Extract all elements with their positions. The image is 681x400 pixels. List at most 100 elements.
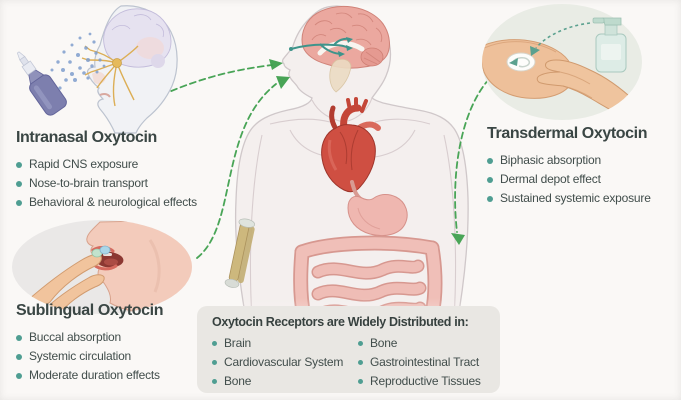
transdermal-to-arm-arrow	[454, 71, 497, 233]
receptor-box-title: Oxytocin Receptors are Widely Distribute…	[212, 315, 469, 329]
sagittal-cerebellum	[151, 54, 165, 68]
intranasal-section: Intranasal Oxytocin Rapid CNS exposure N…	[16, 129, 248, 212]
arrowhead-arm	[451, 233, 465, 245]
bullet-dot-icon	[16, 334, 22, 341]
bullet-text: Nose-to-brain transport	[29, 176, 148, 190]
receptor-left-column: Brain Cardiovascular System Bone	[212, 334, 358, 391]
tongue	[104, 258, 118, 266]
corpus-callosum	[317, 40, 365, 56]
receptor-text: Bone	[224, 374, 252, 388]
bullet-text: Sustained systemic exposure	[500, 191, 651, 205]
nasal-spray-bottle-icon	[16, 51, 67, 116]
gel-swirl	[506, 52, 536, 72]
sublingual-section: Sublingual Oxytocin Buccal absorption Sy…	[16, 302, 236, 385]
bullet-dot-icon	[487, 157, 493, 164]
pump-arc-arrowhead	[530, 46, 540, 56]
bullet-dot-icon	[16, 199, 22, 206]
arrowhead-mouth	[276, 76, 290, 89]
bullet-text: Behavioral & neurological effects	[29, 195, 197, 209]
pump-to-skin-arc	[535, 22, 591, 49]
holding-fingers	[27, 253, 105, 314]
gel-rub-arrow	[509, 58, 518, 66]
sublingual-bullet-list: Buccal absorption Systemic circulation M…	[16, 328, 236, 385]
transdermal-illustration	[482, 4, 642, 120]
bullet-text: Moderate duration effects	[29, 368, 160, 382]
receptor-item: Bone	[358, 334, 490, 353]
spray-mist-dots	[50, 32, 106, 90]
bullet-item: Behavioral & neurological effects	[16, 193, 248, 212]
bullet-dot-icon	[487, 176, 493, 183]
heart-detail-lines	[327, 129, 359, 171]
bullet-text: Systemic circulation	[29, 349, 132, 363]
bone-illustration	[224, 218, 256, 288]
transdermal-bullet-list: Biphasic absorption Dermal depot effect …	[487, 151, 677, 208]
intranasal-bullet-list: Rapid CNS exposure Nose-to-brain transpo…	[16, 155, 248, 212]
sagittal-brain-folds	[111, 14, 164, 38]
receptor-text: Gastrointestinal Tract	[370, 355, 479, 369]
bullet-item: Nose-to-brain transport	[16, 174, 248, 193]
bullet-item: Rapid CNS exposure	[16, 155, 248, 174]
stomach-body	[347, 194, 408, 237]
bullet-dot-icon	[212, 379, 217, 384]
receptor-right-column: Bone Gastrointestinal Tract Reproductive…	[358, 334, 490, 391]
central-body-illustration	[215, 5, 485, 348]
brain-cerebellum	[360, 47, 384, 67]
receptor-item: Reproductive Tissues	[358, 372, 490, 391]
bullet-item: Biphasic absorption	[487, 151, 677, 170]
olfactory-bulb	[112, 58, 122, 68]
bullet-text: Buccal absorption	[29, 330, 121, 344]
heart-body	[321, 124, 376, 193]
receptor-item: Gastrointestinal Tract	[358, 353, 490, 372]
heart-illustration	[321, 97, 381, 193]
arrowhead-nose	[269, 59, 283, 70]
receptor-box: Oxytocin Receptors are Widely Distribute…	[197, 306, 500, 393]
bullet-dot-icon	[16, 180, 22, 187]
intranasal-to-nose-arrow	[161, 64, 273, 96]
brain-fold-lines	[311, 12, 383, 65]
route-arrows	[161, 59, 497, 259]
bullet-text: Biphasic absorption	[500, 153, 601, 167]
brainstem	[329, 58, 352, 93]
sublingual-title: Sublingual Oxytocin	[16, 302, 164, 319]
lotion-pump-bottle-icon	[592, 17, 627, 73]
receptor-text: Bone	[370, 336, 398, 350]
body-contour-lines	[249, 97, 457, 321]
bullet-text: Dermal depot effect	[500, 172, 601, 186]
intranasal-illustration	[16, 5, 178, 134]
sublingual-to-mouth-arrow	[196, 83, 277, 259]
sagittal-brain-inner	[136, 37, 164, 59]
bullet-dot-icon	[16, 353, 22, 360]
bullet-dot-icon	[358, 360, 363, 365]
tablet-half-blue	[99, 245, 111, 255]
receptor-item: Cardiovascular System	[212, 353, 358, 372]
bullet-item: Buccal absorption	[16, 328, 236, 347]
receptor-text: Cardiovascular System	[224, 355, 344, 369]
bullet-item: Dermal depot effect	[487, 170, 677, 189]
receptor-text: Brain	[224, 336, 252, 350]
bullet-item: Moderate duration effects	[16, 366, 236, 385]
bullet-item: Sustained systemic exposure	[487, 189, 677, 208]
bullet-dot-icon	[358, 341, 363, 346]
receptor-columns: Brain Cardiovascular System Bone Bone Ga…	[212, 334, 490, 391]
receptor-item: Bone	[212, 372, 358, 391]
receptor-item: Brain	[212, 334, 358, 353]
transdermal-section: Transdermal Oxytocin Biphasic absorption…	[487, 125, 677, 208]
intranasal-title: Intranasal Oxytocin	[16, 129, 157, 146]
bullet-dot-icon	[16, 372, 22, 379]
bullet-text: Rapid CNS exposure	[29, 157, 139, 171]
cheek-shade	[148, 239, 161, 293]
bullet-dot-icon	[212, 341, 217, 346]
sublingual-illustration	[12, 220, 192, 314]
receptor-text: Reproductive Tissues	[370, 374, 481, 388]
bullet-dot-icon	[358, 379, 363, 384]
mouth-hint	[99, 92, 111, 98]
pathway-arrowheads	[289, 37, 353, 57]
transdermal-title: Transdermal Oxytocin	[487, 125, 648, 142]
bullet-dot-icon	[212, 360, 217, 365]
brain-illustration	[289, 5, 390, 93]
stomach-illustration	[347, 180, 408, 237]
bullet-dot-icon	[16, 161, 22, 168]
bullet-dot-icon	[487, 195, 493, 202]
